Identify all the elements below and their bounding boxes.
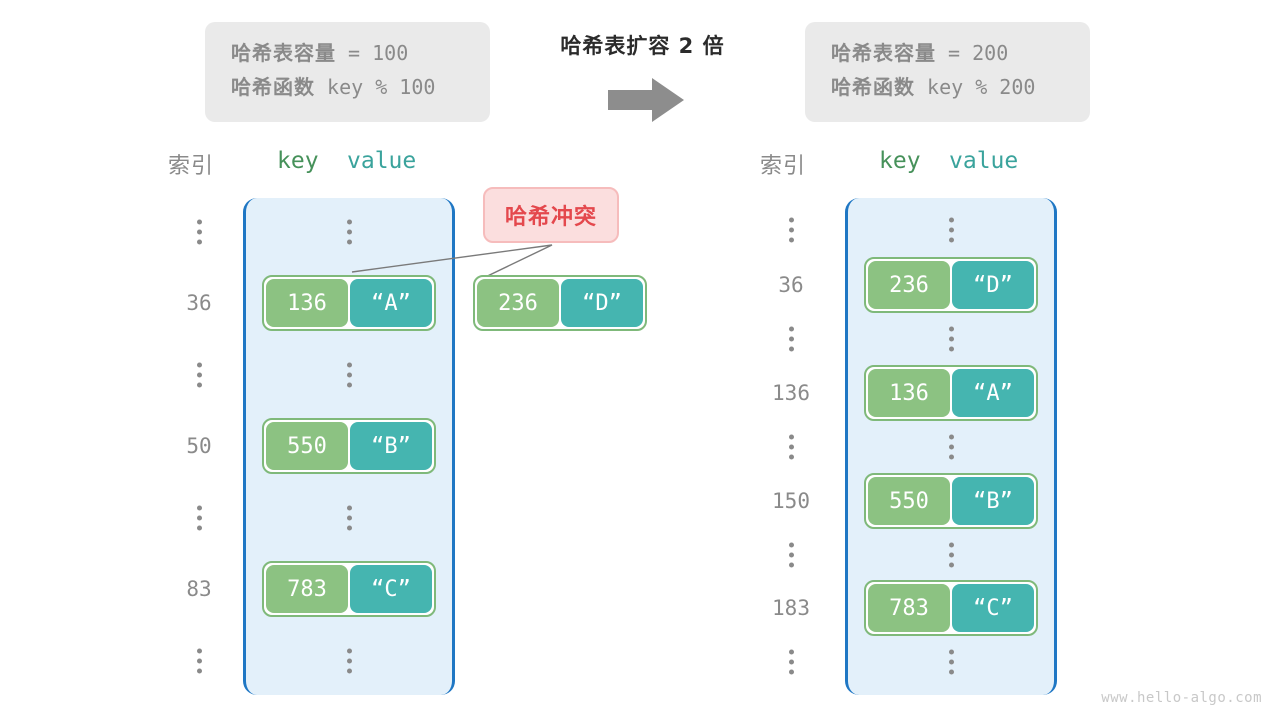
before-capacity-line: 哈希表容量 = 100: [231, 36, 464, 70]
left-table-pair[interactable]: 136“A”: [262, 275, 436, 331]
right-arrow-icon: [600, 76, 690, 124]
index-ellipsis-dots: [781, 434, 801, 460]
before-function-value: key % 100: [315, 75, 436, 99]
index-ellipsis-icon: [164, 505, 234, 531]
right-table-ellipsis-icon: [941, 326, 961, 352]
before-function-label: 哈希函数: [231, 75, 315, 99]
after-function-line: 哈希函数 key % 200: [831, 70, 1064, 104]
right-table-pair-key: 550: [868, 477, 950, 525]
left-table-ellipsis-icon: [339, 648, 359, 674]
right-table-pair-value: “D”: [952, 261, 1034, 309]
left-table-ellipsis-icon: [339, 505, 359, 531]
right-table-pair[interactable]: 550“B”: [864, 473, 1038, 529]
overflow-pair-key: 236: [477, 279, 559, 327]
after-capacity-card: 哈希表容量 = 200 哈希函数 key % 200: [805, 22, 1090, 122]
after-capacity-line: 哈希表容量 = 200: [831, 36, 1064, 70]
left-table-index-label: 36: [186, 291, 212, 315]
after-function-label: 哈希函数: [831, 75, 915, 99]
right-table-ellipsis-icon: [941, 217, 961, 243]
resize-caption: 哈希表扩容 2 倍: [560, 34, 725, 58]
right-table-ellipsis-icon: [941, 434, 961, 460]
right-header-index: 索引: [760, 154, 807, 179]
right-table-index-label: 136: [772, 381, 810, 405]
before-function-line: 哈希函数 key % 100: [231, 70, 464, 104]
right-table-pair-key: 783: [868, 584, 950, 632]
right-table-index-label: 36: [778, 273, 804, 297]
overflow-pair[interactable]: 236 “D”: [473, 275, 647, 331]
left-table-ellipsis-icon: [339, 362, 359, 388]
right-table-pair[interactable]: 236“D”: [864, 257, 1038, 313]
right-table-pair-key: 236: [868, 261, 950, 309]
before-capacity-label: 哈希表容量: [231, 41, 336, 65]
right-table-pair-value: “C”: [952, 584, 1034, 632]
before-capacity-card: 哈希表容量 = 100 哈希函数 key % 100: [205, 22, 490, 122]
left-header-value: value: [347, 148, 417, 174]
left-table-pair-value: “B”: [350, 422, 432, 470]
right-table-pair-value: “B”: [952, 477, 1034, 525]
right-table-pair[interactable]: 136“A”: [864, 365, 1038, 421]
left-table-index-label: 50: [186, 434, 212, 458]
index-ellipsis-icon: [164, 648, 234, 674]
index-ellipsis-dots: [189, 505, 209, 531]
index-ellipsis-icon: [756, 434, 826, 460]
left-table-pair-key: 550: [266, 422, 348, 470]
right-table-pair-key: 136: [868, 369, 950, 417]
left-table-index-label: 83: [186, 577, 212, 601]
right-header-value: value: [949, 148, 1019, 174]
index-ellipsis-icon: [164, 362, 234, 388]
left-header-key: key: [277, 148, 319, 174]
overflow-pair-value: “D”: [561, 279, 643, 327]
after-capacity-label: 哈希表容量: [831, 41, 936, 65]
left-table-pair[interactable]: 783“C”: [262, 561, 436, 617]
index-ellipsis-dots: [781, 542, 801, 568]
after-function-value: key % 200: [915, 75, 1036, 99]
right-table-pair-value: “A”: [952, 369, 1034, 417]
index-ellipsis-icon: [756, 326, 826, 352]
left-table-pair-value: “C”: [350, 565, 432, 613]
index-ellipsis-dots: [189, 362, 209, 388]
right-table-pair[interactable]: 783“C”: [864, 580, 1038, 636]
before-capacity-value: = 100: [336, 41, 409, 65]
left-table-pair-key: 136: [266, 279, 348, 327]
right-table-ellipsis-icon: [941, 649, 961, 675]
index-ellipsis-icon: [756, 542, 826, 568]
right-table-index-label: 150: [772, 489, 810, 513]
index-ellipsis-dots: [781, 326, 801, 352]
right-header-key: key: [879, 148, 921, 174]
left-header-index: 索引: [168, 154, 215, 179]
left-table-ellipsis-icon: [339, 219, 359, 245]
right-table-ellipsis-icon: [941, 542, 961, 568]
watermark: www.hello-algo.com: [1101, 690, 1262, 706]
collision-badge: 哈希冲突: [482, 187, 620, 243]
index-ellipsis-dots: [781, 649, 801, 675]
index-ellipsis-dots: [781, 217, 801, 243]
left-table-pair-value: “A”: [350, 279, 432, 327]
index-ellipsis-dots: [189, 219, 209, 245]
right-table-index-label: 183: [772, 596, 810, 620]
index-ellipsis-icon: [164, 219, 234, 245]
index-ellipsis-icon: [756, 217, 826, 243]
index-ellipsis-icon: [756, 649, 826, 675]
after-capacity-value: = 200: [936, 41, 1009, 65]
left-table-pair[interactable]: 550“B”: [262, 418, 436, 474]
left-table-pair-key: 783: [266, 565, 348, 613]
index-ellipsis-dots: [189, 648, 209, 674]
